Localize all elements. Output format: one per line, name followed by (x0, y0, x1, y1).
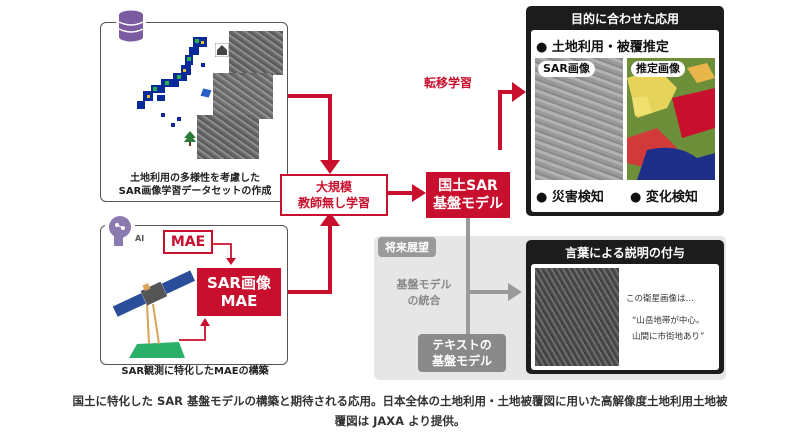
applications-title: 目的に合わせた応用 (570, 12, 679, 26)
description-sar-image (535, 268, 619, 366)
sar-app-image (535, 58, 623, 180)
mae-caption: SAR観測に特化したMAEの構築 (121, 366, 269, 377)
transfer-learning-label: 転移学習 (424, 76, 473, 90)
foundation-model-box: 国土SAR 基盤モデル (426, 172, 510, 218)
sar-mae-line1: SAR画像 (207, 274, 271, 292)
dataset-caption-line2: SAR画像学習データセットの作成 (118, 186, 272, 197)
sar-sample-image-1 (229, 31, 283, 75)
sar-mae-box: SAR画像 MAE (197, 268, 281, 316)
description-text-line3: 山間に市街地あり” (632, 332, 705, 342)
description-title: 言葉による説明の付与 (565, 246, 685, 260)
integration-line2: の統合 (407, 294, 441, 307)
foundation-line2: 基盤モデル (433, 196, 503, 212)
description-text-line2: “山岳地帯が中心。 (632, 316, 705, 326)
foundation-line1: 国土SAR (438, 178, 498, 194)
brain-icon (105, 214, 135, 248)
sar-sample-image-3 (197, 115, 259, 159)
text-model-line1: テキストの (432, 338, 492, 352)
house-icon (215, 43, 229, 57)
footer-line1: 国土に特化した SAR 基盤モデルの構築と期待される応用。日本全体の土地利用・土… (72, 394, 728, 408)
land-use-label: ● 土地利用・被覆推定 (536, 40, 669, 55)
japan-map-icon (137, 37, 207, 127)
change-label: ● 変化検知 (630, 190, 698, 205)
mae-label: MAE (163, 230, 213, 254)
satellite-arrow-icon (179, 318, 210, 341)
tree-icon (184, 131, 196, 146)
pretraining-line1: 大規模 (315, 180, 352, 194)
sar-mae-line2: MAE (220, 292, 258, 310)
mae-arrow-icon (211, 243, 236, 265)
database-icon (116, 9, 146, 43)
pretraining-box: 大規模 教師無し学習 (280, 174, 388, 216)
text-model-line2: 基盤モデル (431, 354, 492, 368)
future-title: 将来展望 (378, 237, 436, 257)
description-text-line1: この衛星画像は… (626, 294, 695, 304)
change-text: 変化検知 (645, 190, 698, 205)
land-use-text: 土地利用・被覆推定 (551, 40, 669, 55)
estimate-image-tag: 推定画像 (631, 61, 685, 77)
dataset-caption-line1: 土地利用の多様性を考慮した (130, 173, 260, 184)
dataset-panel (100, 9, 288, 202)
mae-panel: AI MAE SAR画像 MAE (100, 214, 288, 365)
text-model-box: テキストの 基盤モデル (418, 334, 506, 372)
water-icon (199, 87, 213, 99)
sar-sample-image-2 (213, 73, 273, 119)
disaster-text: 災害検知 (551, 190, 604, 205)
footer-line2: 覆図は JAXA より提供。 (334, 414, 466, 428)
sar-image-tag: SAR画像 (538, 61, 595, 77)
ai-label: AI (135, 234, 145, 243)
integration-line1: 基盤モデル (396, 278, 452, 291)
estimate-app-image (627, 58, 715, 180)
pretraining-line2: 教師無し学習 (297, 196, 370, 210)
disaster-label: ● 災害検知 (536, 190, 604, 205)
satellite-icon (112, 269, 196, 358)
